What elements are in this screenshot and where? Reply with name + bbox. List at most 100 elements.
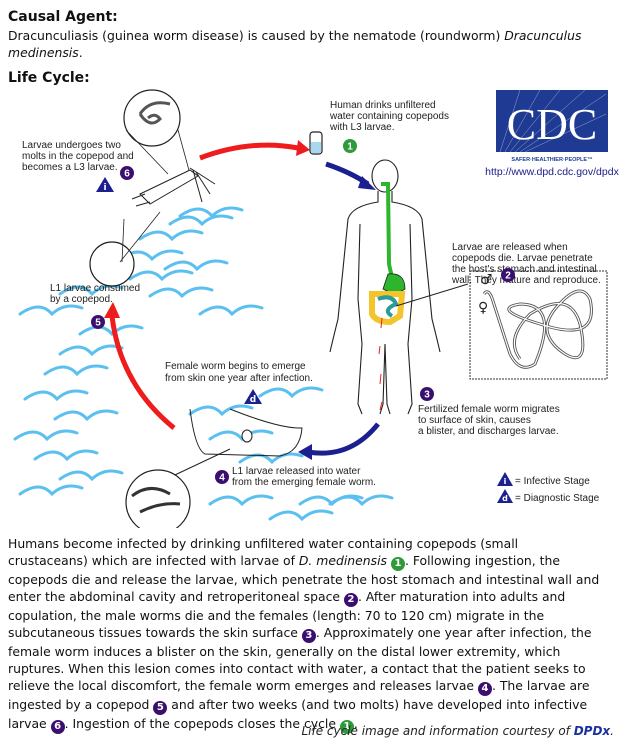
step-badge-1: 1 [390,557,405,572]
step-1-label: water containing copepods [329,111,449,122]
causal-agent-heading: Causal Agent: [8,9,118,25]
cdc-logo[interactable]: CDC SAFER·HEALTHIER·PEOPLE™ http://www.d… [485,89,620,178]
step-3-label: to surface of skin, causes [418,415,531,426]
step-5-label: by a copepod. [50,294,113,305]
water-wave [258,386,324,399]
step-badge-number: 1 [347,142,353,153]
step-2-label: Larvae are released when [452,242,568,253]
arrow-head-human-icon [358,176,376,190]
water-wave [198,304,264,317]
step-6-label: molts in the copepod and [22,151,134,162]
water-wave [208,429,274,442]
dpdx-link[interactable]: DPDx [573,724,611,738]
step-badge-6: 6 [50,720,65,735]
water-wave [58,469,124,482]
water-wave [43,364,109,377]
step-badge-number: 4 [219,473,225,484]
emerge-label: Female worm begins to emerge [165,361,306,372]
water-waves [13,206,394,522]
step-5-label: L1 larvae consumed [50,283,140,294]
credit-line: Life cycle image and information courtes… [301,724,614,738]
water-wave [18,304,84,317]
svg-text:d: d [250,395,256,405]
water-wave [58,344,124,357]
step-badge-2 [501,268,515,282]
cdc-url-link[interactable]: http://www.dpd.cdc.gov/dpdx [485,166,619,178]
step-1-label: with L3 larvae. [329,122,394,133]
emerge-label: from skin one year after infection. [165,373,313,384]
water-wave [128,269,194,282]
step-2-label: copepods die. Larvae penetrate [452,253,593,264]
pointer-line [125,129,169,175]
water-wave [23,389,89,402]
water-wave [163,259,229,272]
arrow-head-copepod-icon [104,302,120,318]
step-badge-2: 2 [343,593,358,608]
description-text: . Following ingestion, the copepods die … [8,553,600,605]
water-wave [268,509,334,522]
stomach [382,273,406,293]
step-1-label: Human drinks unfiltered [330,100,436,111]
step-badge-number: 6 [124,169,130,180]
svg-text:i: i [103,183,106,193]
esophagus [381,182,397,286]
step-3-label: a blister, and discharges larvae. [418,426,559,437]
worm-migration-marks [378,317,383,411]
step-2-label: the host's stomach and intestinal [452,264,597,275]
l1-larvae [131,487,181,514]
human-body-figure [329,159,441,415]
cdc-logo-text: CDC [507,100,597,149]
water-glass-icon [309,131,323,155]
life-cycle-heading: Life Cycle: [8,70,90,86]
copepod-figure [131,167,216,207]
water-wave [328,494,394,507]
step-badge-number: 3 [424,390,430,401]
pointer-line [121,218,125,263]
infective-stage-marker: i [96,177,114,193]
causal-text-after: . [78,45,83,60]
causal-agent-text: Dracunculiasis (guinea worm disease) is … [8,27,601,61]
foot-figure [189,408,303,457]
small-intestine [377,295,399,318]
water-wave [53,409,119,422]
legend-symbol: i [504,477,507,486]
cdc-logo-rays [499,89,607,153]
life-cycle-description: Humans become infected by drinking unfil… [8,535,601,735]
description-text: . Approximately one year after infection… [8,625,592,694]
legend-diagnostic: d [497,489,513,503]
water-wave [33,449,99,462]
step-4-label: L1 larvae released into water [232,466,361,477]
life-cycle-diagram: CDC SAFER·HEALTHIER·PEOPLE™ http://www.d… [13,89,620,528]
species-abbrev: D. medinensis [298,553,387,569]
legend-symbol: d [502,494,508,503]
description-text: Humans become infected by drinking unfil… [8,536,519,569]
arrow-head-foot-icon [298,444,312,460]
water-wave [238,452,304,465]
pointer-line [177,129,191,175]
step-badge-3: 3 [301,629,316,644]
arrow-head-glass-icon [296,140,310,156]
step-badge-4 [215,470,229,484]
l3-larva [138,101,171,125]
water-wave [168,214,234,227]
step-badge-1: 1 [339,720,354,735]
infective-triangle-icon [497,472,513,486]
description-text: . [353,716,358,732]
step-badge-number: 5 [95,318,101,329]
water-wave [138,229,204,242]
step-2-label: wall. They mature and reproduce. [451,275,601,286]
diagnostic-triangle-icon [497,489,513,503]
female-symbol-icon: ♀ [478,300,488,316]
description-text: and after two weeks (and two molts) have… [8,697,588,732]
water-wave [78,324,144,337]
step-badge-4: 4 [477,682,492,697]
description-text: . Ingestion of the copepods closes the c… [64,716,340,732]
step-6-label: becomes a L3 larvae. [22,162,118,173]
water-wave [148,286,214,299]
step-badge-5: 5 [153,701,168,716]
copepod-magnify-circle [89,241,135,287]
arrow-to-foot [307,422,380,456]
water-wave [178,206,244,219]
step-4-label: from the emerging female worm. [232,477,376,488]
diagnostic-stage-marker: d [244,389,262,405]
